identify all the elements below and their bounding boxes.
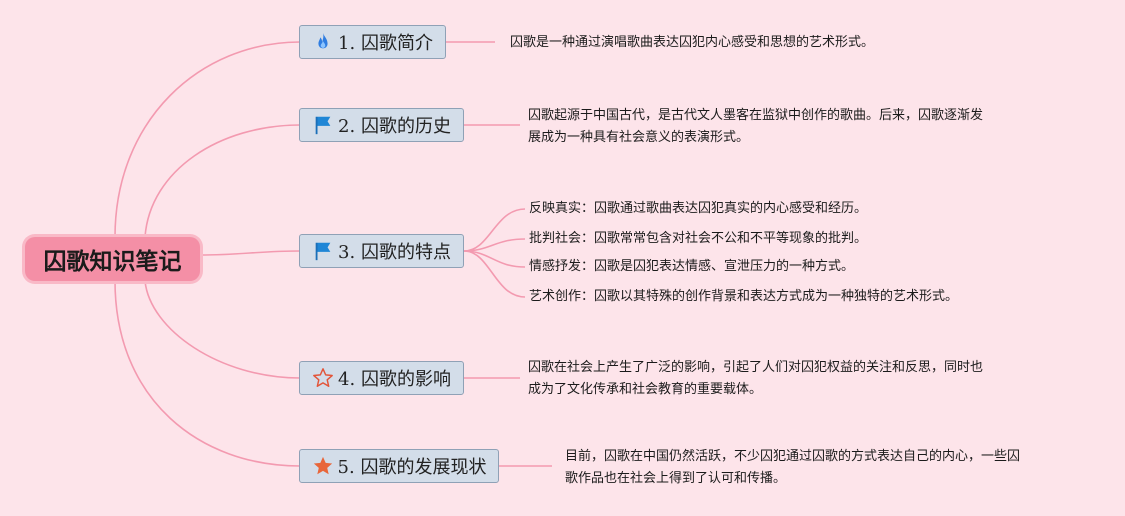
detail-line: 成为了文化传承和社会教育的重要载体。 [528,382,763,397]
root-title: 囚歌知识笔记 [43,249,182,275]
topic-node-features[interactable]: 3. 囚歌的特点 [299,234,464,268]
topic-node-history[interactable]: 2. 囚歌的历史 [299,108,464,142]
detail-text: 囚歌起源于中国古代，是古代文人墨客在监狱中创作的歌曲。后来，囚歌逐渐发 展成为一… [528,105,983,149]
detail-line: 目前，囚歌在中国仍然活跃，不少囚犯通过囚歌的方式表达自己的内心，一些囚 [565,449,1021,464]
topic-label: 1. 囚歌简介 [338,33,433,54]
detail-text: 囚歌在社会上产生了广泛的影响，引起了人们对囚犯权益的关注和反思，同时也 成为了文… [528,357,983,401]
blue-flag-icon [312,240,334,262]
topic-label: 3. 囚歌的特点 [338,242,451,263]
detail-text: 目前，囚歌在中国仍然活跃，不少囚犯通过囚歌的方式表达自己的内心，一些囚 歌作品也… [565,446,1020,490]
topic-node-current-status[interactable]: 5. 囚歌的发展现状 [299,449,499,483]
feature-item: 艺术创作：囚歌以其特殊的创作背景和表达方式成为一种独特的艺术形式。 [529,289,959,304]
detail-line: 展成为一种具有社会意义的表演形式。 [528,130,750,145]
feature-item: 情感抒发：囚歌是囚犯表达情感、宣泄压力的一种方式。 [529,259,855,274]
detail-line: 囚歌在社会上产生了广泛的影响，引起了人们对囚犯权益的关注和反思，同时也 [528,360,984,375]
topic-label: 2. 囚歌的历史 [338,116,451,137]
fire-icon [312,31,334,53]
detail-text: 囚歌是一种通过演唱歌曲表达囚犯内心感受和思想的艺术形式。 [510,32,874,54]
topic-label: 5. 囚歌的发展现状 [337,457,487,478]
feature-item: 反映真实：囚歌通过歌曲表达囚犯真实的内心感受和经历。 [529,201,868,216]
star-outline-icon [312,367,334,389]
root-node[interactable]: 囚歌知识笔记 [25,237,200,281]
detail-line: 歌作品也在社会上得到了认可和传播。 [565,471,787,486]
blue-flag-icon [312,114,334,136]
detail-line: 囚歌起源于中国古代，是古代文人墨客在监狱中创作的歌曲。后来，囚歌逐渐发 [528,108,984,123]
topic-node-intro[interactable]: 1. 囚歌简介 [299,25,446,59]
orange-star-icon [312,455,334,477]
topic-label: 4. 囚歌的影响 [338,369,451,390]
detail-line: 囚歌是一种通过演唱歌曲表达囚犯内心感受和思想的艺术形式。 [510,35,875,50]
feature-item: 批判社会：囚歌常常包含对社会不公和不平等现象的批判。 [529,231,868,246]
topic-node-influence[interactable]: 4. 囚歌的影响 [299,361,464,395]
